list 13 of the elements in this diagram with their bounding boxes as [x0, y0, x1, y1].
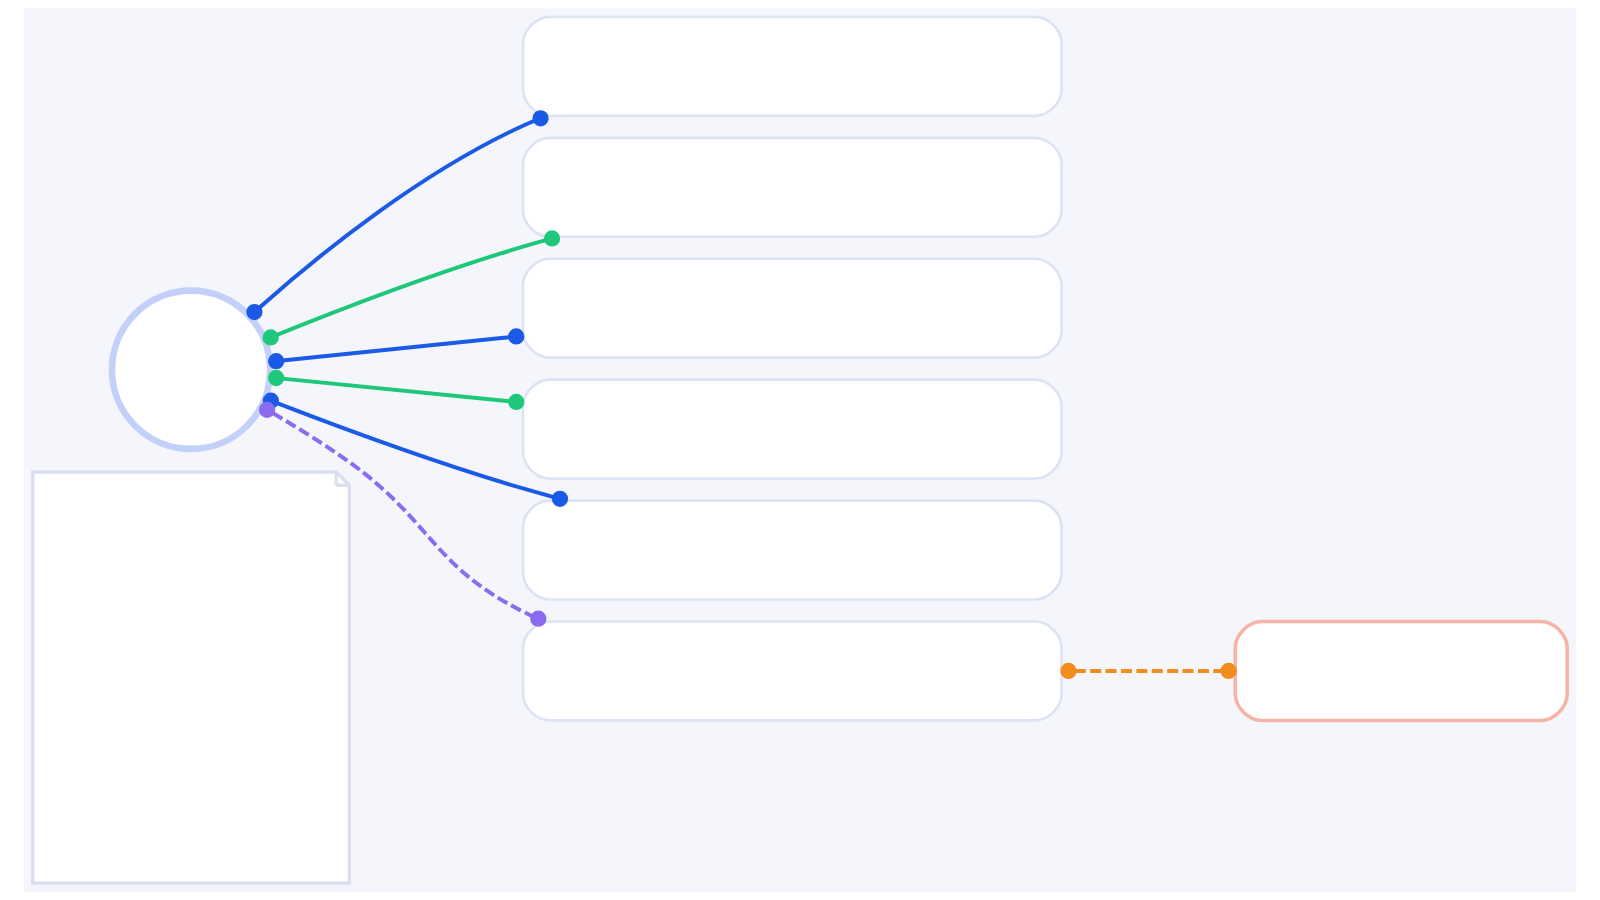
node-box: [521, 136, 1063, 239]
connector: [262, 230, 561, 346]
connector: [268, 328, 525, 370]
connector: [268, 369, 525, 410]
node-box: [521, 257, 1063, 359]
node-box: [521, 620, 1063, 722]
connector: [246, 110, 549, 321]
node-box: [521, 378, 1063, 480]
connector: [1060, 662, 1237, 680]
node-box: [521, 15, 1063, 118]
connector: [258, 401, 547, 627]
node-box: [1233, 619, 1569, 723]
node-box: [521, 499, 1063, 601]
